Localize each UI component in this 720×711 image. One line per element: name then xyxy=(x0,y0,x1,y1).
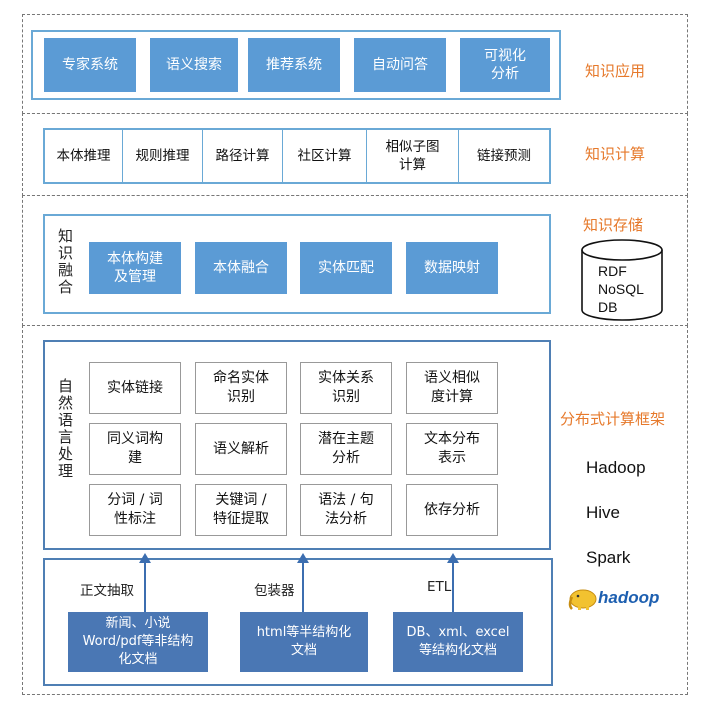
distributed-framework-label: 分布式计算框架 xyxy=(560,410,666,428)
compute-cell-rule-reasoning: 规则推理 xyxy=(123,130,203,182)
nlp-cell-segmentation-pos: 分词 / 词 性标注 xyxy=(89,484,181,536)
source-box-unstructured: 新闻、小说 Word/pdf等非结构 化文档 xyxy=(68,612,208,672)
nlp-frame xyxy=(43,340,551,550)
database-cylinder-icon xyxy=(581,239,663,321)
app-box-expert-system: 专家系统 xyxy=(44,38,136,92)
knowledge-storage-label: 知识存储 xyxy=(583,216,644,234)
nlp-cell-semantic-similarity: 语义相似 度计算 xyxy=(406,362,498,414)
hadoop-elephant-logo-icon xyxy=(568,589,597,610)
nlp-cell-relation-extraction: 实体关系 识别 xyxy=(300,362,392,414)
tech-hadoop: Hadoop xyxy=(586,458,646,477)
fusion-side-label: 知识融合 xyxy=(56,228,74,296)
nlp-cell-synonym-construction: 同义词构 建 xyxy=(89,423,181,475)
arrow-wrapper xyxy=(302,562,304,612)
compute-cell-ontology-reasoning: 本体推理 xyxy=(45,130,123,182)
nlp-cell-syntax-analysis: 语法 / 句 法分析 xyxy=(300,484,392,536)
compute-cell-link-prediction: 链接预测 xyxy=(477,148,531,164)
nlp-cell-topic-analysis: 潜在主题 分析 xyxy=(300,423,392,475)
nlp-cell-ner: 命名实体 识别 xyxy=(195,362,287,414)
db-line-rdf: RDF xyxy=(598,263,627,279)
arrow-head-text-extraction xyxy=(139,553,151,563)
arrow-label-etl: ETL xyxy=(427,579,452,595)
nlp-cell-dependency-parsing: 依存分析 xyxy=(406,484,498,536)
nlp-cell-text-representation: 文本分布 表示 xyxy=(406,423,498,475)
fusion-box-ontology-construction: 本体构建 及管理 xyxy=(89,242,181,294)
arrow-label-text-extraction: 正文抽取 xyxy=(80,583,134,599)
app-box-visualization: 可视化 分析 xyxy=(460,38,550,92)
arrow-head-etl xyxy=(447,553,459,563)
hadoop-logo-text: hadoop xyxy=(598,588,660,607)
compute-cell-path-calculation: 路径计算 xyxy=(203,130,283,182)
compute-cell-community-calculation: 社区计算 xyxy=(283,130,367,182)
arrow-text-extraction xyxy=(144,562,146,612)
arrow-label-wrapper: 包装器 xyxy=(254,583,295,599)
source-box-semistructured: html等半结构化 文档 xyxy=(240,612,368,672)
knowledge-computation-label: 知识计算 xyxy=(585,145,646,163)
tech-hive: Hive xyxy=(586,503,621,522)
fusion-frame xyxy=(43,214,551,314)
applications-frame xyxy=(31,30,561,100)
nlp-cell-entity-linking: 实体链接 xyxy=(89,362,181,414)
layer-nlp-and-sources xyxy=(22,325,688,695)
knowledge-application-label: 知识应用 xyxy=(585,62,646,80)
app-box-semantic-search: 语义搜索 xyxy=(150,38,238,92)
arrow-etl xyxy=(452,562,454,612)
arrow-head-wrapper xyxy=(297,553,309,563)
fusion-box-ontology-fusion: 本体融合 xyxy=(195,242,287,294)
db-line-db: DB xyxy=(598,299,618,315)
app-box-qa: 自动问答 xyxy=(354,38,446,92)
source-box-structured: DB、xml、excel 等结构化文档 xyxy=(393,612,523,672)
db-line-nosql: NoSQL xyxy=(598,281,644,297)
fusion-box-data-mapping: 数据映射 xyxy=(406,242,498,294)
compute-cell-similar-subgraph: 相似子图 计算 xyxy=(367,130,459,182)
nlp-side-label: 自然语言处理 xyxy=(56,378,74,480)
app-box-recommendation: 推荐系统 xyxy=(248,38,340,92)
computation-frame xyxy=(43,128,551,184)
tech-spark: Spark xyxy=(586,548,631,567)
nlp-cell-keyword-extraction: 关键词 / 特征提取 xyxy=(195,484,287,536)
fusion-box-entity-matching: 实体匹配 xyxy=(300,242,392,294)
nlp-cell-semantic-parsing: 语义解析 xyxy=(195,423,287,475)
